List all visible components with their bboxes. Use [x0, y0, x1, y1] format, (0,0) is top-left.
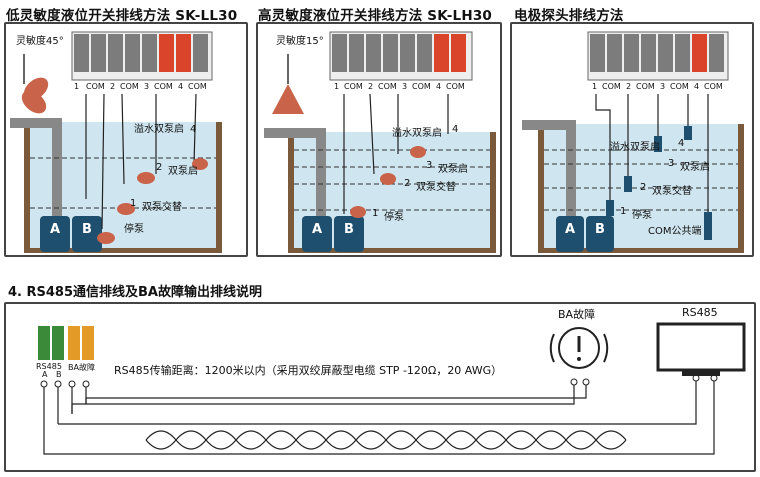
panel1: 灵敏度45° 1 COM 2 COM 3 COM 4 COM 4 溢水双泵启 2…	[4, 22, 248, 257]
angle-label: 灵敏度15°	[276, 36, 324, 47]
level-label: 停泵	[384, 212, 404, 223]
terminal-3-label: 3	[402, 82, 408, 91]
terminal-com4-label: COM	[704, 82, 723, 91]
terminal-3-label: 3	[660, 82, 666, 91]
rs485-wiring-diagram	[38, 322, 746, 455]
terminal-b-label: B	[56, 370, 62, 379]
pump-b-label: B	[595, 222, 605, 237]
section4-panel: RS485 A B BA故障 RS485传输距离：1200米以内（采用双绞屏蔽型…	[4, 302, 756, 472]
level-num: 1	[130, 198, 137, 209]
terminal-com2-label: COM	[378, 82, 397, 91]
panel1-diagram	[10, 31, 222, 253]
level-num: 3	[668, 158, 675, 169]
level-label: 双泵启	[438, 164, 468, 175]
level-num: 1	[620, 206, 627, 217]
terminal-com3-label: COM	[670, 82, 689, 91]
monitor-icon	[656, 322, 746, 376]
terminal-a-label: A	[42, 370, 48, 379]
level-num: 1	[372, 208, 379, 219]
terminal-4-label: 4	[178, 82, 184, 91]
level-num: 4	[452, 124, 459, 135]
level-label: 双泵启	[680, 162, 710, 173]
terminal-com4-label: COM	[188, 82, 207, 91]
panel1-title: 低灵敏度液位开关排线方法 SK-LL30	[6, 8, 238, 24]
rs485-terminal-label: RS485	[36, 362, 62, 371]
terminal-block	[71, 31, 213, 81]
pump-b	[586, 216, 614, 252]
terminal-2-label: 2	[626, 82, 632, 91]
section4-title: 4. RS485通信排线及BA故障输出排线说明	[8, 285, 262, 300]
level-label: COM公共端	[648, 226, 702, 237]
panel2-title: 高灵敏度液位开关排线方法 SK-LH30	[258, 8, 493, 24]
terminal-com2-label: COM	[636, 82, 655, 91]
terminal-com1-label: COM	[344, 82, 363, 91]
terminal-1-label: 1	[74, 82, 80, 91]
terminal-2-label: 2	[110, 82, 116, 91]
terminal-1-label: 1	[592, 82, 598, 91]
terminal-com1-label: COM	[602, 82, 621, 91]
pump-a	[40, 216, 70, 252]
panel2: 灵敏度15° 1 COM 2 COM 3 COM 4 COM 4 溢水双泵启 3…	[256, 22, 502, 257]
pump-b-label: B	[82, 222, 92, 237]
ba-device-label: BA故障	[558, 308, 596, 321]
float-angle-icon	[272, 54, 304, 114]
terminal-com3-label: COM	[412, 82, 431, 91]
terminal-com2-label: COM	[120, 82, 139, 91]
twisted-pair-cable	[145, 430, 627, 450]
terminal-block	[587, 31, 729, 81]
float-angle-icon	[21, 54, 49, 114]
pump-b-label: B	[344, 222, 354, 237]
rs485-device-label: RS485	[682, 306, 718, 319]
level-label: 停泵	[632, 210, 652, 221]
panel3-diagram	[522, 31, 744, 253]
terminal-4-label: 4	[694, 82, 700, 91]
terminal-block	[329, 31, 473, 81]
level-num: 4	[190, 124, 197, 135]
level-num: 2	[640, 182, 647, 193]
alarm-icon	[549, 327, 609, 369]
pump-a	[556, 216, 584, 252]
pump-a	[302, 216, 332, 252]
level-label: 双泵交替	[142, 202, 182, 213]
pump-b	[72, 216, 102, 252]
terminal-2-label: 2	[368, 82, 374, 91]
ba-terminal-label: BA故障	[68, 363, 95, 372]
terminal-com3-label: COM	[154, 82, 173, 91]
panel2-diagram	[264, 31, 496, 253]
level-label: 溢水双泵启	[134, 124, 184, 135]
terminal-com4-label: COM	[446, 82, 465, 91]
terminal-com1-label: COM	[86, 82, 105, 91]
pump-a-label: A	[312, 222, 323, 237]
level-num: 3	[426, 160, 433, 171]
distance-note: RS485传输距离：1200米以内（采用双绞屏蔽型电缆 STP -120Ω，20…	[114, 364, 503, 377]
level-label: 停泵	[124, 224, 144, 235]
terminal-3-label: 3	[144, 82, 150, 91]
pump-a-label: A	[50, 222, 61, 237]
ba-terminal	[68, 326, 94, 360]
level-label: 双泵启	[168, 166, 198, 177]
level-label: 双泵交替	[416, 182, 456, 193]
pump-a-label: A	[565, 222, 576, 237]
level-num: 2	[404, 178, 411, 189]
rs485-terminal	[38, 326, 64, 360]
angle-label: 灵敏度45°	[16, 36, 64, 47]
level-label: 溢水双泵启	[610, 142, 660, 153]
level-label: 溢水双泵启	[392, 128, 442, 139]
level-num: 4	[678, 138, 685, 149]
pump-b	[334, 216, 364, 252]
terminal-1-label: 1	[334, 82, 340, 91]
panel3: 1 COM 2 COM 3 COM 4 COM 4 溢水双泵启 3 双泵启 2 …	[510, 22, 754, 257]
terminal-4-label: 4	[436, 82, 442, 91]
level-num: 2	[156, 162, 163, 173]
level-label: 双泵交替	[652, 186, 692, 197]
panel3-title: 电极探头排线方法	[514, 8, 624, 24]
